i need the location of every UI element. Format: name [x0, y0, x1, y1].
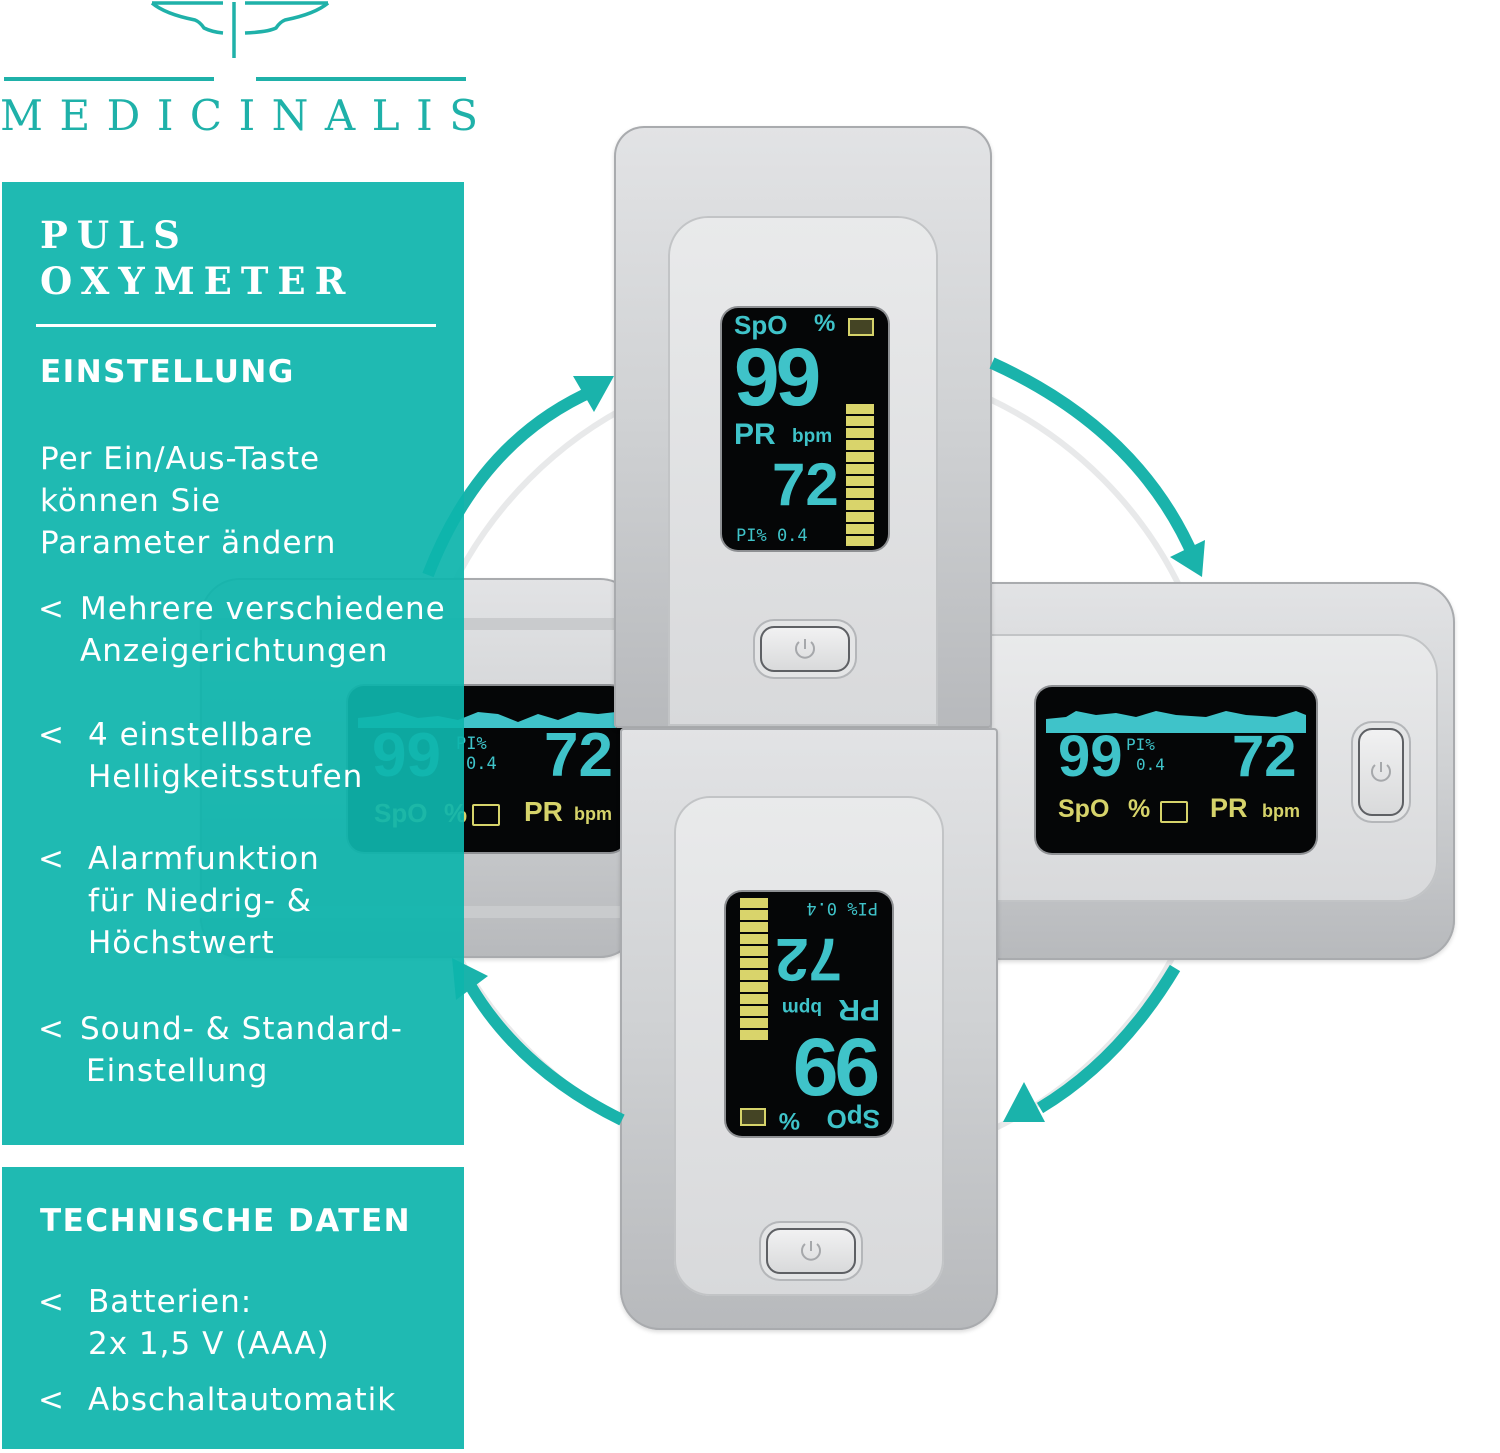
pleth-waveform [1046, 711, 1306, 733]
pr-label: PR [734, 418, 776, 451]
battery-icon [1160, 801, 1188, 823]
arrowhead-icon [573, 376, 614, 412]
power-icon [801, 1241, 821, 1261]
settings-heading: EINSTELLUNG [40, 354, 295, 390]
device-top-portrait: SpO % 99 PR bpm 72 PI% 0.4 [614, 126, 992, 728]
winged-emblem-icon [150, 1, 330, 58]
settings-item-brightness: < 4 einstellbare Helligkeitsstufen [38, 714, 363, 798]
pr-value: 72 [544, 721, 613, 790]
pi-readout: PI% 0.4 [736, 526, 808, 546]
bullet-chevron-icon: < [38, 591, 65, 627]
percent-label: % [1128, 795, 1151, 823]
power-button-top[interactable] [760, 626, 850, 672]
brand-logo-emblem [140, 0, 340, 62]
bpm-label: bpm [1262, 801, 1300, 821]
device-top-screen: SpO % 99 PR bpm 72 PI% 0.4 [722, 308, 888, 550]
pr-value: 72 [772, 451, 839, 518]
brand-wordmark: MEDICINALIS [0, 91, 495, 140]
battery-icon [472, 804, 500, 826]
spo2-label: SpO [734, 310, 788, 340]
settings-intro: Per Ein/Aus-Taste können Sie Parameter ä… [40, 441, 337, 561]
arrowhead-icon [1003, 1082, 1045, 1122]
device-bottom-portrait: SpO % 99 PR bpm 72 PI% 0.4 [620, 728, 998, 1330]
pr-label: PR [524, 796, 563, 827]
tech-item-auto-shutoff: < Abschaltautomatik [38, 1379, 396, 1421]
tech-item-batteries: < Batterien: 2x 1,5 V (AAA) [38, 1281, 330, 1365]
bpm-label: bpm [574, 804, 612, 824]
pi-label: PI% [1126, 735, 1155, 754]
product-title-line2: OXYMETER [40, 259, 355, 303]
spo2-label: SpO [1058, 795, 1110, 823]
arrow-bottom-right [1036, 964, 1181, 1114]
pr-value: 72 [1232, 724, 1297, 789]
logo-rule-left [4, 77, 214, 81]
logo-rule-right [256, 77, 466, 81]
device-bottom-screen: SpO % 99 PR bpm 72 PI% 0.4 [726, 892, 892, 1136]
power-button-right[interactable] [1358, 728, 1404, 816]
power-button-bottom[interactable] [766, 1228, 856, 1274]
signal-strength-bar [846, 404, 874, 546]
device-right-landscape: 99 PI% 0.4 72 SpO % PR bpm [990, 582, 1455, 960]
settings-item-alarm: < Alarmfunktion für Niedrig- & Höchstwer… [38, 838, 320, 964]
power-icon [795, 639, 815, 659]
pi-value: 0.4 [1136, 755, 1165, 774]
info-panel-tech-data: TECHNISCHE DATEN < Batterien: 2x 1,5 V (… [2, 1167, 464, 1449]
arrow-bottom-left [464, 981, 625, 1126]
battery-icon [848, 318, 874, 336]
spo2-value: 99 [1058, 724, 1123, 789]
settings-item-sound: < Sound- & Standard- Einstellung [38, 1008, 403, 1092]
info-panel-settings: PULS OXYMETER EINSTELLUNG Per Ein/Aus-Ta… [2, 182, 464, 1145]
settings-item-display-orientation: < Mehrere verschiedene Anzeigerichtungen [38, 588, 446, 672]
spo2-value: 99 [734, 332, 821, 423]
arrowhead-icon [1170, 540, 1205, 577]
power-icon [1371, 762, 1391, 782]
bpm-label: bpm [792, 426, 833, 447]
tech-heading: TECHNISCHE DATEN [40, 1203, 412, 1239]
title-divider [36, 324, 436, 327]
bullet-chevron-icon: < [38, 717, 65, 753]
bullet-chevron-icon: < [38, 1382, 65, 1418]
product-title-line1: PULS [40, 213, 189, 257]
percent-label: % [814, 310, 836, 337]
pi-value: 0.4 [466, 754, 497, 774]
bullet-chevron-icon: < [38, 841, 65, 877]
arrow-top-right [989, 357, 1201, 563]
bullet-chevron-icon: < [38, 1284, 65, 1320]
pr-label: PR [1210, 793, 1248, 823]
device-right-screen: 99 PI% 0.4 72 SpO % PR bpm [1036, 687, 1316, 853]
bullet-chevron-icon: < [38, 1011, 65, 1047]
